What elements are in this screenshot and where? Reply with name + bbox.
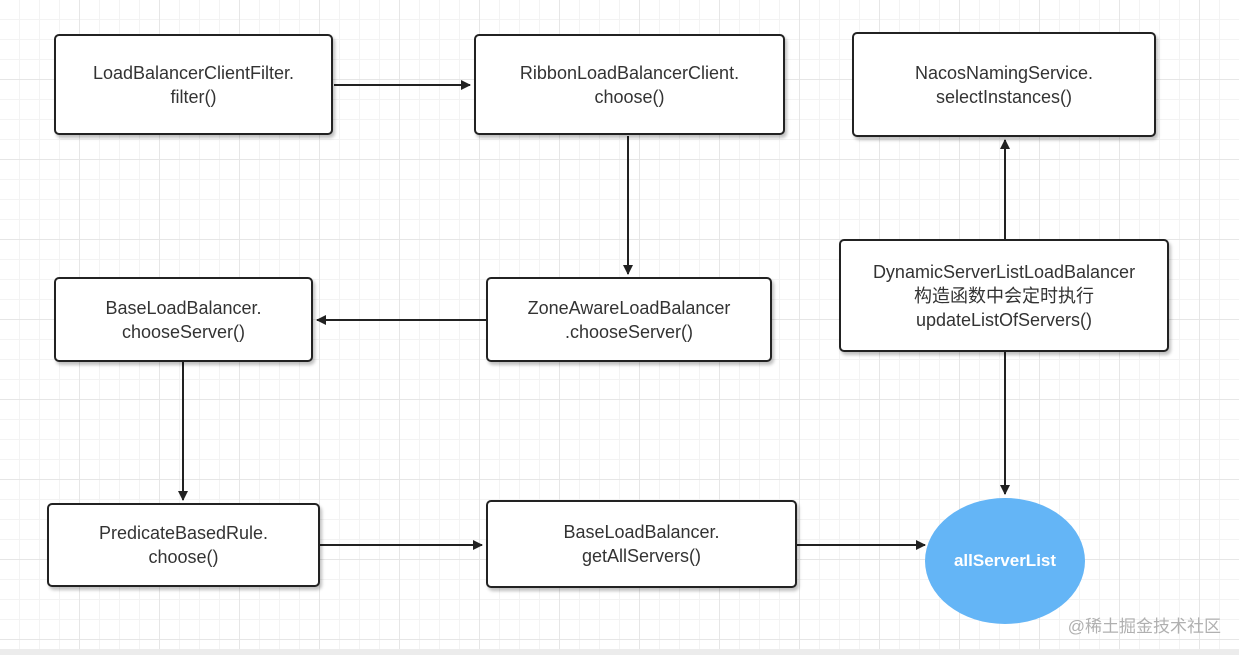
node-base-load-balancer-get-all-servers[interactable]: BaseLoadBalancer. getAllServers()	[486, 500, 797, 588]
node-ribbon-load-balancer-client[interactable]: RibbonLoadBalancerClient. choose()	[474, 34, 785, 135]
node-label: NacosNamingService. selectInstances()	[914, 62, 1094, 107]
node-zone-aware-load-balancer[interactable]: ZoneAwareLoadBalancer .chooseServer()	[486, 277, 772, 362]
node-label: PredicateBasedRule. choose()	[98, 523, 269, 567]
watermark-text: @稀土掘金技术社区	[1067, 617, 1221, 636]
bottom-divider	[0, 649, 1239, 655]
node-predicate-based-rule[interactable]: PredicateBasedRule. choose()	[47, 503, 320, 587]
node-label: BaseLoadBalancer. chooseServer()	[105, 297, 262, 342]
node-label: BaseLoadBalancer. getAllServers()	[563, 522, 720, 566]
node-dynamic-server-list-load-balancer[interactable]: DynamicServerListLoadBalancer 构造函数中会定时执行…	[839, 239, 1169, 352]
node-label: ZoneAwareLoadBalancer .chooseServer()	[527, 297, 731, 342]
node-label: RibbonLoadBalancerClient. choose()	[519, 62, 740, 107]
node-load-balancer-client-filter[interactable]: LoadBalancerClientFilter. filter()	[54, 34, 333, 135]
node-all-server-list[interactable]: allServerList	[925, 498, 1085, 624]
node-label: allServerList	[953, 551, 1057, 570]
node-nacos-naming-service[interactable]: NacosNamingService. selectInstances()	[852, 32, 1156, 137]
node-label: DynamicServerListLoadBalancer 构造函数中会定时执行…	[872, 261, 1136, 330]
node-base-load-balancer-choose-server[interactable]: BaseLoadBalancer. chooseServer()	[54, 277, 313, 362]
node-label: LoadBalancerClientFilter. filter()	[92, 62, 295, 107]
